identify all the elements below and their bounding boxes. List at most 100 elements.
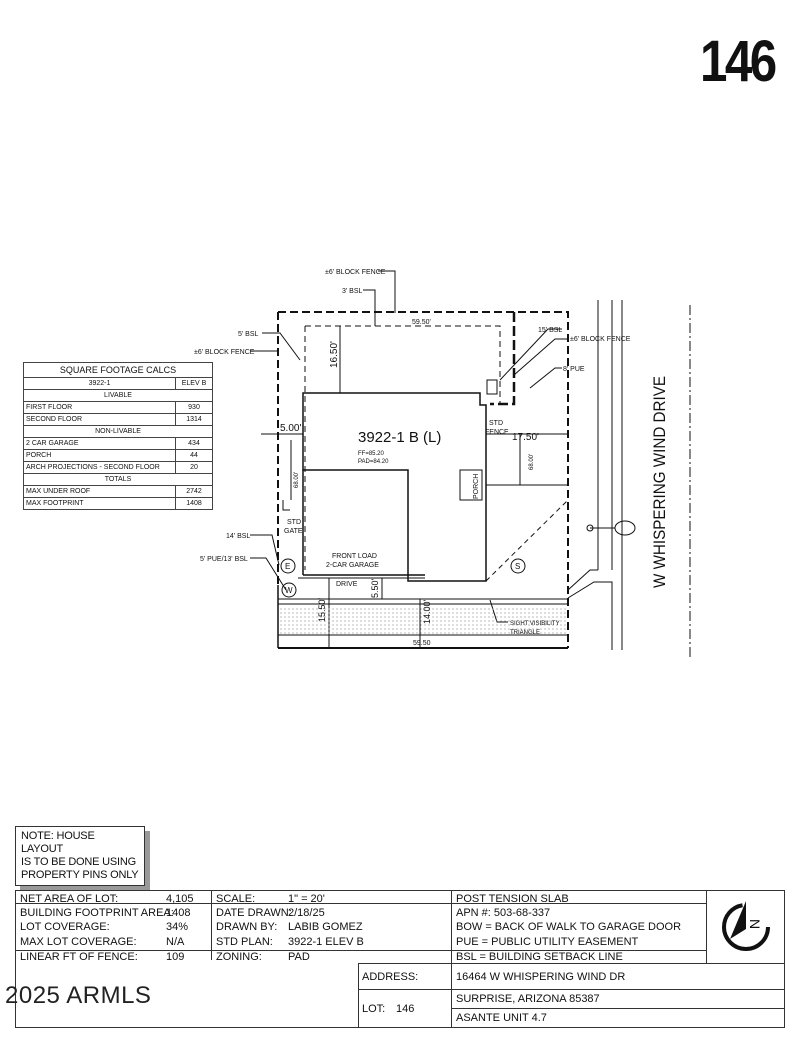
sight-triangle <box>485 499 569 582</box>
label-std-gate: STD <box>287 519 301 526</box>
title-block: NET AREA OF LOT: 4,105 BUILDING FOOTPRIN… <box>15 890 785 1028</box>
tb-lot-label: LOT: <box>362 1003 386 1015</box>
label-std-fence: STD <box>489 420 503 427</box>
tb-net-area: NET AREA OF LOT: <box>20 893 119 905</box>
tb-subdivision: ASANTE UNIT 4.7 <box>456 1012 547 1024</box>
label-marker-e: E <box>285 562 290 571</box>
dim-rear14-text: 14.00' <box>422 599 432 624</box>
tb-plan-value: 3922-1 ELEV B <box>288 936 364 948</box>
setback-line <box>305 325 501 405</box>
note-line: PROPERTY PINS ONLY <box>21 869 139 881</box>
marker-w <box>281 582 297 598</box>
tb-note-slab: POST TENSION SLAB <box>456 893 569 905</box>
dim-bottom: 59.50 <box>413 640 431 647</box>
tb-fence-label: LINEAR FT OF FENCE: <box>20 951 138 961</box>
tb-coverage-value: 34% <box>166 921 189 933</box>
leader-pue <box>529 367 562 389</box>
pad-label: PAD=84.20 <box>358 459 389 465</box>
utility-ellipse <box>614 520 636 536</box>
tb-footprint-value: 1408 <box>166 907 191 919</box>
label-bsl3: 3' BSL <box>342 288 363 295</box>
block-fence-right <box>490 312 516 406</box>
dim-rear15-text: 15.50' <box>317 597 327 622</box>
porch-box <box>459 469 483 501</box>
dim-depth-left-text: 68.00' <box>294 472 300 488</box>
tb-pue: PUE = PUBLIC UTILITY EASEMENT <box>456 936 639 948</box>
label-bsl14: 14' BSL <box>226 533 250 540</box>
tb-coverage-label: LOT COVERAGE: <box>20 921 110 933</box>
leader-fence-right <box>513 338 568 376</box>
plan-label: 3922-1 B (L) <box>358 429 441 446</box>
dim-drive-text: 5.50' <box>370 578 380 598</box>
dim-front-text: 16.50' <box>329 341 340 368</box>
tb-drawn-label: DRAWN BY: <box>216 921 278 933</box>
tb-bow: BOW = BACK OF WALK TO GARAGE DOOR <box>456 921 682 933</box>
tb-net-area-value: 4,105 <box>166 893 194 905</box>
sqft-livable: LIVABLE <box>23 389 213 402</box>
tb-lot-value: 146 <box>396 1003 415 1015</box>
leader-bsl14 <box>250 534 280 566</box>
leader-bsl5 <box>262 332 301 361</box>
sqft-plan: 3922-1 <box>23 377 176 390</box>
leader-block-fence-top <box>378 270 396 313</box>
sqft-title: SQUARE FOOTAGE CALCS <box>23 362 213 378</box>
sqft-totals: TOTALS <box>23 473 213 486</box>
tb-plan-label: STD PLAN: <box>216 936 273 948</box>
tb-date-label: DATE DRAWN: <box>216 907 292 919</box>
tb-scale-value: 1" = 20' <box>288 893 325 905</box>
label-block-fence-left: ±6' BLOCK FENCE <box>194 349 255 356</box>
ff-label: FF=85.20 <box>358 451 385 457</box>
label-porch: PORCH <box>473 474 480 499</box>
tb-max-coverage-value: N/A <box>166 936 185 948</box>
gate <box>282 500 290 511</box>
label-garage-2: 2-CAR GARAGE <box>326 562 379 569</box>
tb-max-coverage-label: MAX LOT COVERAGE: <box>20 936 137 948</box>
lot-number: 146 <box>700 29 777 94</box>
label-svt1: SIGHT VISIBILITY <box>510 621 560 627</box>
tb-apn: APN #: 503-68-337 <box>456 907 551 919</box>
leader-bsl3 <box>363 289 376 326</box>
label-garage-1: FRONT LOAD <box>332 553 377 560</box>
dim-top: 59.50' <box>412 319 431 326</box>
tb-address-label: ADDRESS: <box>362 971 419 983</box>
curb-return <box>567 569 598 591</box>
marker-s <box>510 558 526 574</box>
north-letter: N <box>747 919 763 929</box>
label-pue-bsl: 5' PUE/13' BSL <box>200 556 248 563</box>
site-plan: ±6' BLOCK FENCE 3' BSL 5' BSL ±6' BLOCK … <box>194 269 691 660</box>
street-name: W WHISPERING WIND DRIVE <box>650 376 669 588</box>
label-marker-s: S <box>515 562 520 571</box>
dim-depth-right-text: 68.00' <box>529 454 535 470</box>
label-drive: DRIVE <box>336 581 358 588</box>
house-outline <box>302 392 487 582</box>
label-bsl5: 5' BSL <box>238 331 259 338</box>
label-svt2: TRIANGLE <box>510 630 540 636</box>
label-gate: GATE <box>284 528 303 535</box>
label-block-fence-right: ±6' BLOCK FENCE <box>570 336 631 343</box>
dim-side-right-text: 17.50' <box>512 432 539 443</box>
tb-city: SURPRISE, ARIZONA 85387 <box>456 993 600 1005</box>
lot-line-top-right <box>278 311 569 648</box>
label-fence: FENCE <box>485 429 509 436</box>
tb-date-value: 2/18/25 <box>288 907 325 919</box>
tb-drawn-value: LABIB GOMEZ <box>288 921 363 933</box>
tb-footprint-label: BUILDING FOOTPRINT AREA: <box>20 907 174 919</box>
sqft-non-livable: NON-LIVABLE <box>23 425 213 438</box>
sidewalk-hatch <box>280 606 566 634</box>
marker-e <box>280 558 296 574</box>
dim-side-left-text: 5.00' <box>280 423 301 434</box>
meter-box <box>486 379 498 395</box>
label-pue8: 8' PUE <box>563 366 585 373</box>
north-arrow-icon: N <box>722 901 770 951</box>
label-bsl15: 15' BSL <box>538 327 562 334</box>
label-marker-w: W <box>285 586 293 595</box>
note-line: IS TO BE DONE USING <box>21 856 136 868</box>
watermark: 2025 ARMLS <box>5 982 152 1009</box>
